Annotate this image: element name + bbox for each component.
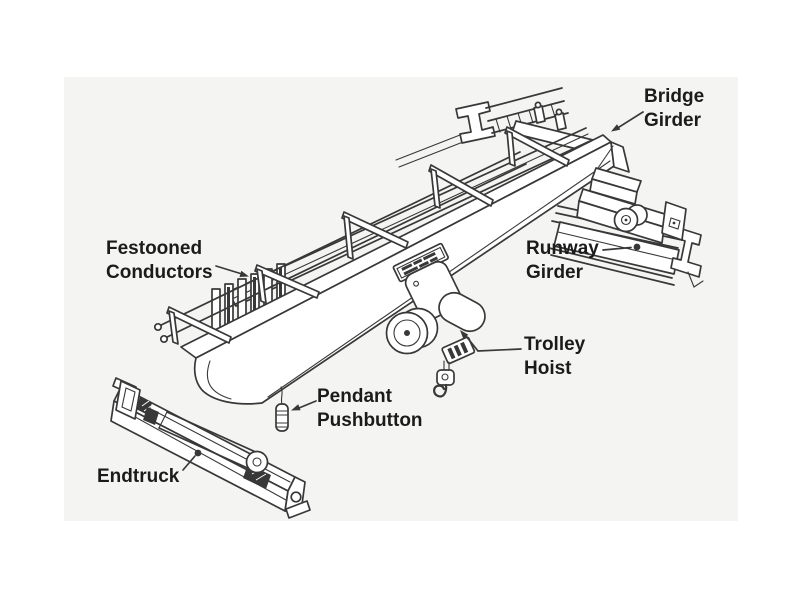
label-endtruck: Endtruck [97,466,180,487]
label-pendant-pushbutton: Pendant Pushbutton [317,386,423,431]
pendant-pushbutton-drawing [276,387,288,431]
hoist-control-box [442,337,475,364]
endtruck-drawing [111,378,310,518]
pendant-pushbutton-leader [291,401,316,411]
pendant-pushbutton-arrowhead [291,404,301,411]
trolley-hoist-drawing [387,243,491,396]
festoon-support-frames-drawing [167,127,569,344]
trolley-hoist-arrowhead [460,330,469,339]
label-festooned-conductors: Festooned Conductors [106,238,213,283]
festooned-conductors-leader [216,266,249,277]
label-bridge-girder: Bridge Girder [644,86,705,131]
label-trolley-hoist: Trolley Hoist [524,334,586,379]
bridge-girder-arrowhead [611,124,621,132]
runway-girder-pointer-dot [633,243,641,251]
hoist-hook-drawing [434,361,454,396]
runway-girder-leader [603,243,641,251]
bridge-girder-leader [611,112,643,132]
label-runway-girder: Runway Girder [526,238,599,283]
festooned-conductors-drawing [155,128,590,342]
far-runway-girder-drawing [396,88,597,167]
festooned-conductors-arrowhead [239,270,249,277]
endtruck-leader [183,449,202,470]
trolley-hoist-leader [460,330,521,351]
endtruck-pointer-dot [194,449,202,457]
bridge-endtruck-on-runway-drawing [577,142,686,243]
hoist-drum [434,287,490,336]
hoist-motor [387,309,438,354]
